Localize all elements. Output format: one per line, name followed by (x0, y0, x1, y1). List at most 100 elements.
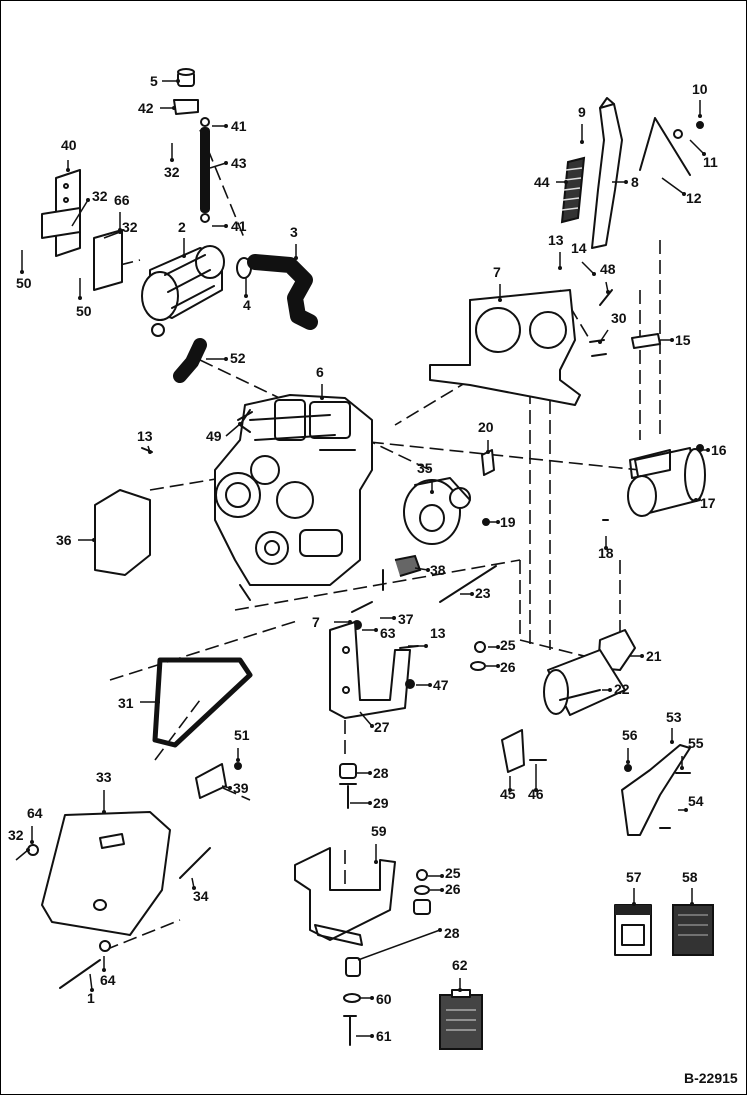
bolt-part-48 (599, 289, 613, 306)
callout-32-3: 32 (122, 219, 138, 235)
callout-25-2: 25 (445, 865, 461, 881)
nut-part-56 (624, 764, 632, 772)
callout-36: 36 (56, 532, 72, 548)
callout-35: 35 (417, 460, 433, 476)
assembly-lines (99, 129, 661, 951)
callout-55: 55 (688, 735, 704, 751)
bolt-part-23 (439, 565, 497, 603)
callout-6: 6 (316, 364, 324, 380)
leader-arrow-64-2 (102, 968, 106, 972)
callout-38: 38 (430, 562, 446, 578)
callout-7: 7 (493, 264, 501, 280)
callout-4: 4 (243, 297, 251, 313)
leader-line-12 (661, 177, 685, 195)
callout-60: 60 (376, 991, 392, 1007)
callout-52: 52 (230, 350, 246, 366)
decal-part-58 (672, 904, 714, 956)
callout-1: 1 (87, 990, 95, 1006)
clip-part-42 (173, 99, 199, 115)
hose-part-3 (247, 254, 318, 330)
isolator-part-28 (339, 763, 357, 779)
callout-57: 57 (626, 869, 642, 885)
gasket-part-66 (93, 229, 123, 291)
callout-33: 33 (96, 769, 112, 785)
leader-arrow-25 (496, 645, 500, 649)
callout-54: 54 (688, 793, 704, 809)
leader-arrow-26-2 (440, 888, 444, 892)
callout-25: 25 (500, 637, 516, 653)
air-filter-part-2 (141, 245, 225, 337)
callout-56: 56 (622, 727, 638, 743)
callout-63: 63 (380, 625, 396, 641)
leader-arrow-44 (564, 180, 568, 184)
callout-11: 11 (703, 154, 718, 170)
leader-arrow-21 (640, 654, 644, 658)
washer-part-60 (343, 993, 361, 1003)
leader-arrow-13-2 (558, 266, 562, 270)
leader-arrow-32-2 (86, 198, 90, 202)
callout-10: 10 (692, 81, 708, 97)
callout-3: 3 (290, 224, 298, 240)
callout-30: 30 (611, 310, 627, 326)
callout-19: 19 (500, 514, 516, 530)
callout-59: 59 (371, 823, 387, 839)
callout-8: 8 (631, 174, 639, 190)
tube-part-43 (200, 117, 210, 223)
bracket-part-39 (195, 763, 227, 799)
callout-2: 2 (178, 219, 186, 235)
callout-47: 47 (433, 677, 449, 693)
leader-arrow-23 (470, 592, 474, 596)
leader-arrow-30 (598, 340, 602, 344)
leader-arrow-41 (224, 124, 228, 128)
leader-arrow-59 (374, 860, 378, 864)
pan-part-59 (294, 847, 396, 946)
drawing-id: B-22915 (684, 1070, 738, 1086)
bolt-part-1 (59, 959, 101, 989)
callout-21: 21 (646, 648, 662, 664)
engine-part-6 (214, 394, 373, 601)
leader-arrow-42 (172, 106, 176, 110)
leader-arrow-56 (626, 760, 630, 764)
leader-arrow-11 (702, 152, 706, 156)
hose-part-52 (173, 338, 207, 383)
decal-part-57 (614, 904, 652, 956)
leader-arrow-12 (682, 192, 686, 196)
leader-arrow-45 (508, 788, 512, 792)
callout-50-2: 50 (76, 303, 92, 319)
leader-arrow-8 (624, 180, 628, 184)
bracket-part-45 (501, 729, 525, 773)
leader-arrow-20 (486, 450, 490, 454)
leader-arrow-34 (192, 886, 196, 890)
nut-part-10 (696, 121, 704, 129)
leader-arrow-5 (176, 79, 180, 83)
leader-arrow-9 (580, 140, 584, 144)
callout-51: 51 (234, 727, 250, 743)
leader-arrow-28-2 (438, 928, 442, 932)
leader-arrow-47 (428, 683, 432, 687)
callout-18: 18 (598, 545, 614, 561)
callout-13-2: 13 (548, 232, 564, 248)
leader-arrow-15 (670, 338, 674, 342)
leader-arrow-40 (66, 168, 70, 172)
callout-13-3: 13 (430, 625, 446, 641)
leader-arrow-16 (706, 448, 710, 452)
clip-part-49 (237, 411, 253, 421)
callout-26-2: 26 (445, 881, 461, 897)
alternator-part-35 (403, 477, 471, 545)
bracket-part-40 (41, 169, 81, 257)
leader-arrow-49 (238, 422, 242, 426)
shield-part-36 (94, 489, 151, 576)
muffler-part-17 (627, 447, 706, 517)
leader-line-11 (689, 139, 705, 155)
leader-line-38 (414, 567, 429, 571)
leader-arrow-32 (170, 158, 174, 162)
battery-part-62 (439, 989, 483, 1050)
leader-line-14 (581, 261, 595, 275)
leader-arrow-41-2 (224, 224, 228, 228)
leader-arrow-25-2 (440, 874, 444, 878)
bolt-part-37 (351, 601, 373, 613)
leader-arrow-14 (592, 272, 596, 276)
